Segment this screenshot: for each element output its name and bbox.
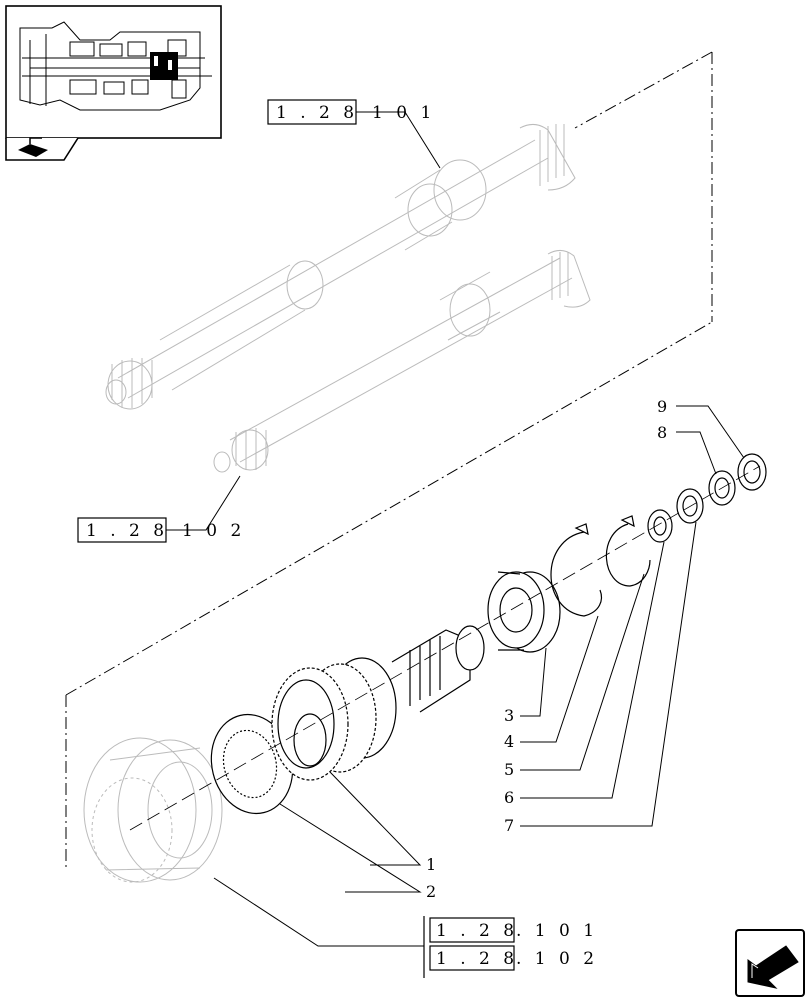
part-label-6: 6 [504,788,514,807]
part-6-washer [647,509,673,543]
part-4-snap-ring [550,523,603,617]
lower-shaft-ghost [213,250,591,473]
part-label-7: 7 [504,816,514,835]
callout-shaft-upper-suffix: 1 0 1 [372,103,435,123]
upper-shaft-ghost [105,124,576,410]
locator-thumbnail [5,5,222,139]
arrow-icon[interactable] [735,929,805,997]
part-leaders [279,405,745,893]
part-label-1: 1 [426,855,436,874]
part-9-washer [737,453,767,491]
part-3-bearing [487,571,561,653]
callout-synchro-ref-2-suffix: . 1 0 2 [516,949,598,969]
part-label-2: 2 [426,882,436,901]
callout-synchro-ref-2-code: 1 . 2 8 [436,949,518,969]
callout-shaft-lower: 1 . 2 8 1 0 2 [77,475,245,543]
part-label-8: 8 [657,423,667,442]
part-label-4: 4 [504,732,514,751]
callout-shaft-upper-code: 1 . 2 8 [276,103,358,123]
part-5-circlip [605,515,651,587]
part-labels: 1 2 3 4 5 6 7 8 9 [426,397,667,901]
callout-synchro-ref-1-code: 1 . 2 8 [436,921,518,941]
assembly-axis [129,465,761,831]
synchro-hub-ghost [83,737,223,883]
callout-synchro-ref-1-suffix: . 1 0 1 [516,921,598,941]
part-label-9: 9 [657,397,667,416]
callout-synchro-refs: 1 . 2 8 . 1 0 1 1 . 2 8 . 1 0 2 [213,877,598,978]
part-label-3: 3 [504,706,514,725]
part-label-5: 5 [504,760,514,779]
callout-shaft-upper: 1 . 2 8 1 0 1 [267,99,441,169]
assembly-boundary [65,51,713,870]
callout-shaft-lower-suffix: 1 0 2 [182,521,245,541]
book-icon [5,137,79,161]
part-1-cluster-gear [271,625,485,781]
callout-shaft-lower-code: 1 . 2 8 [86,521,168,541]
part-2-friction-disc [210,713,294,815]
